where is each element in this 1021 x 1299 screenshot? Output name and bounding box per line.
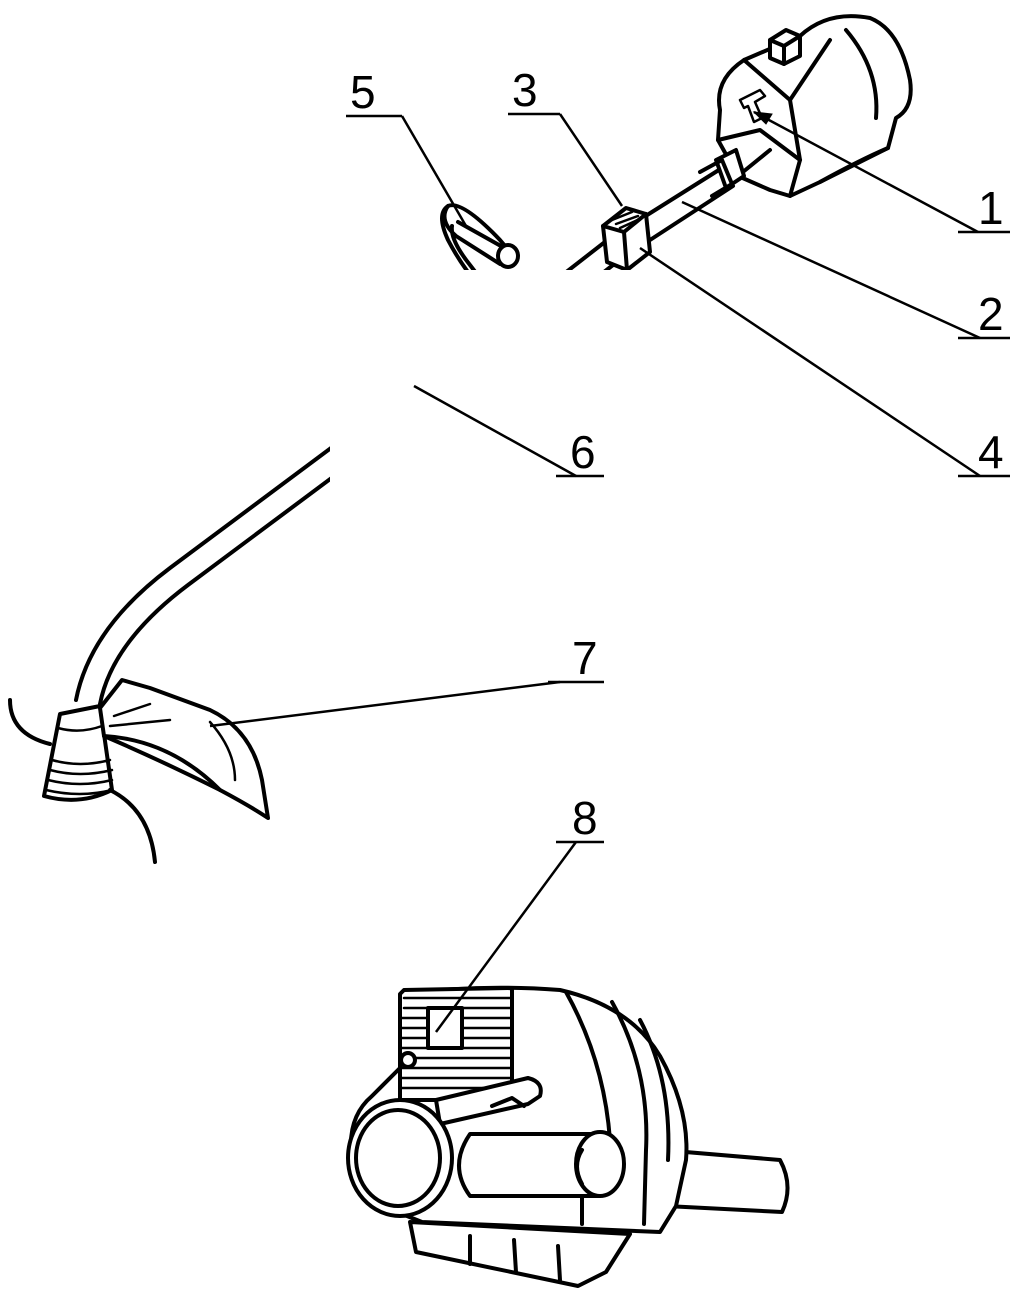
cutting-head: [8, 698, 157, 864]
callout-4: 4: [639, 246, 1010, 478]
callout-7: 7: [209, 632, 604, 728]
tube-out: [660, 1148, 790, 1214]
callout-6: 6: [413, 384, 604, 478]
label-3: 3: [512, 64, 538, 116]
clamp-box-upper: [601, 206, 652, 272]
label-4: 4: [978, 426, 1004, 478]
callout-2: 2: [681, 200, 1010, 340]
carry-handle: [434, 1076, 543, 1126]
label-1: 1: [978, 182, 1004, 234]
label-8: 8: [572, 792, 598, 844]
base-skirt-final: [408, 1220, 632, 1288]
cylinder-barrel: [457, 1130, 626, 1226]
label-7: 7: [572, 632, 598, 684]
label-6: 6: [570, 426, 596, 478]
upper-shaft: [634, 166, 735, 242]
label-2: 2: [978, 288, 1004, 340]
cooling-fins: [398, 986, 514, 1102]
engine-housing: [698, 14, 913, 198]
callout-8: 8: [434, 792, 604, 1033]
label-5: 5: [350, 66, 376, 118]
starter-circles: [346, 1098, 454, 1218]
callout-1: 1: [752, 110, 1010, 234]
callout-5: 5: [346, 66, 468, 227]
callout-3: 3: [508, 64, 624, 207]
